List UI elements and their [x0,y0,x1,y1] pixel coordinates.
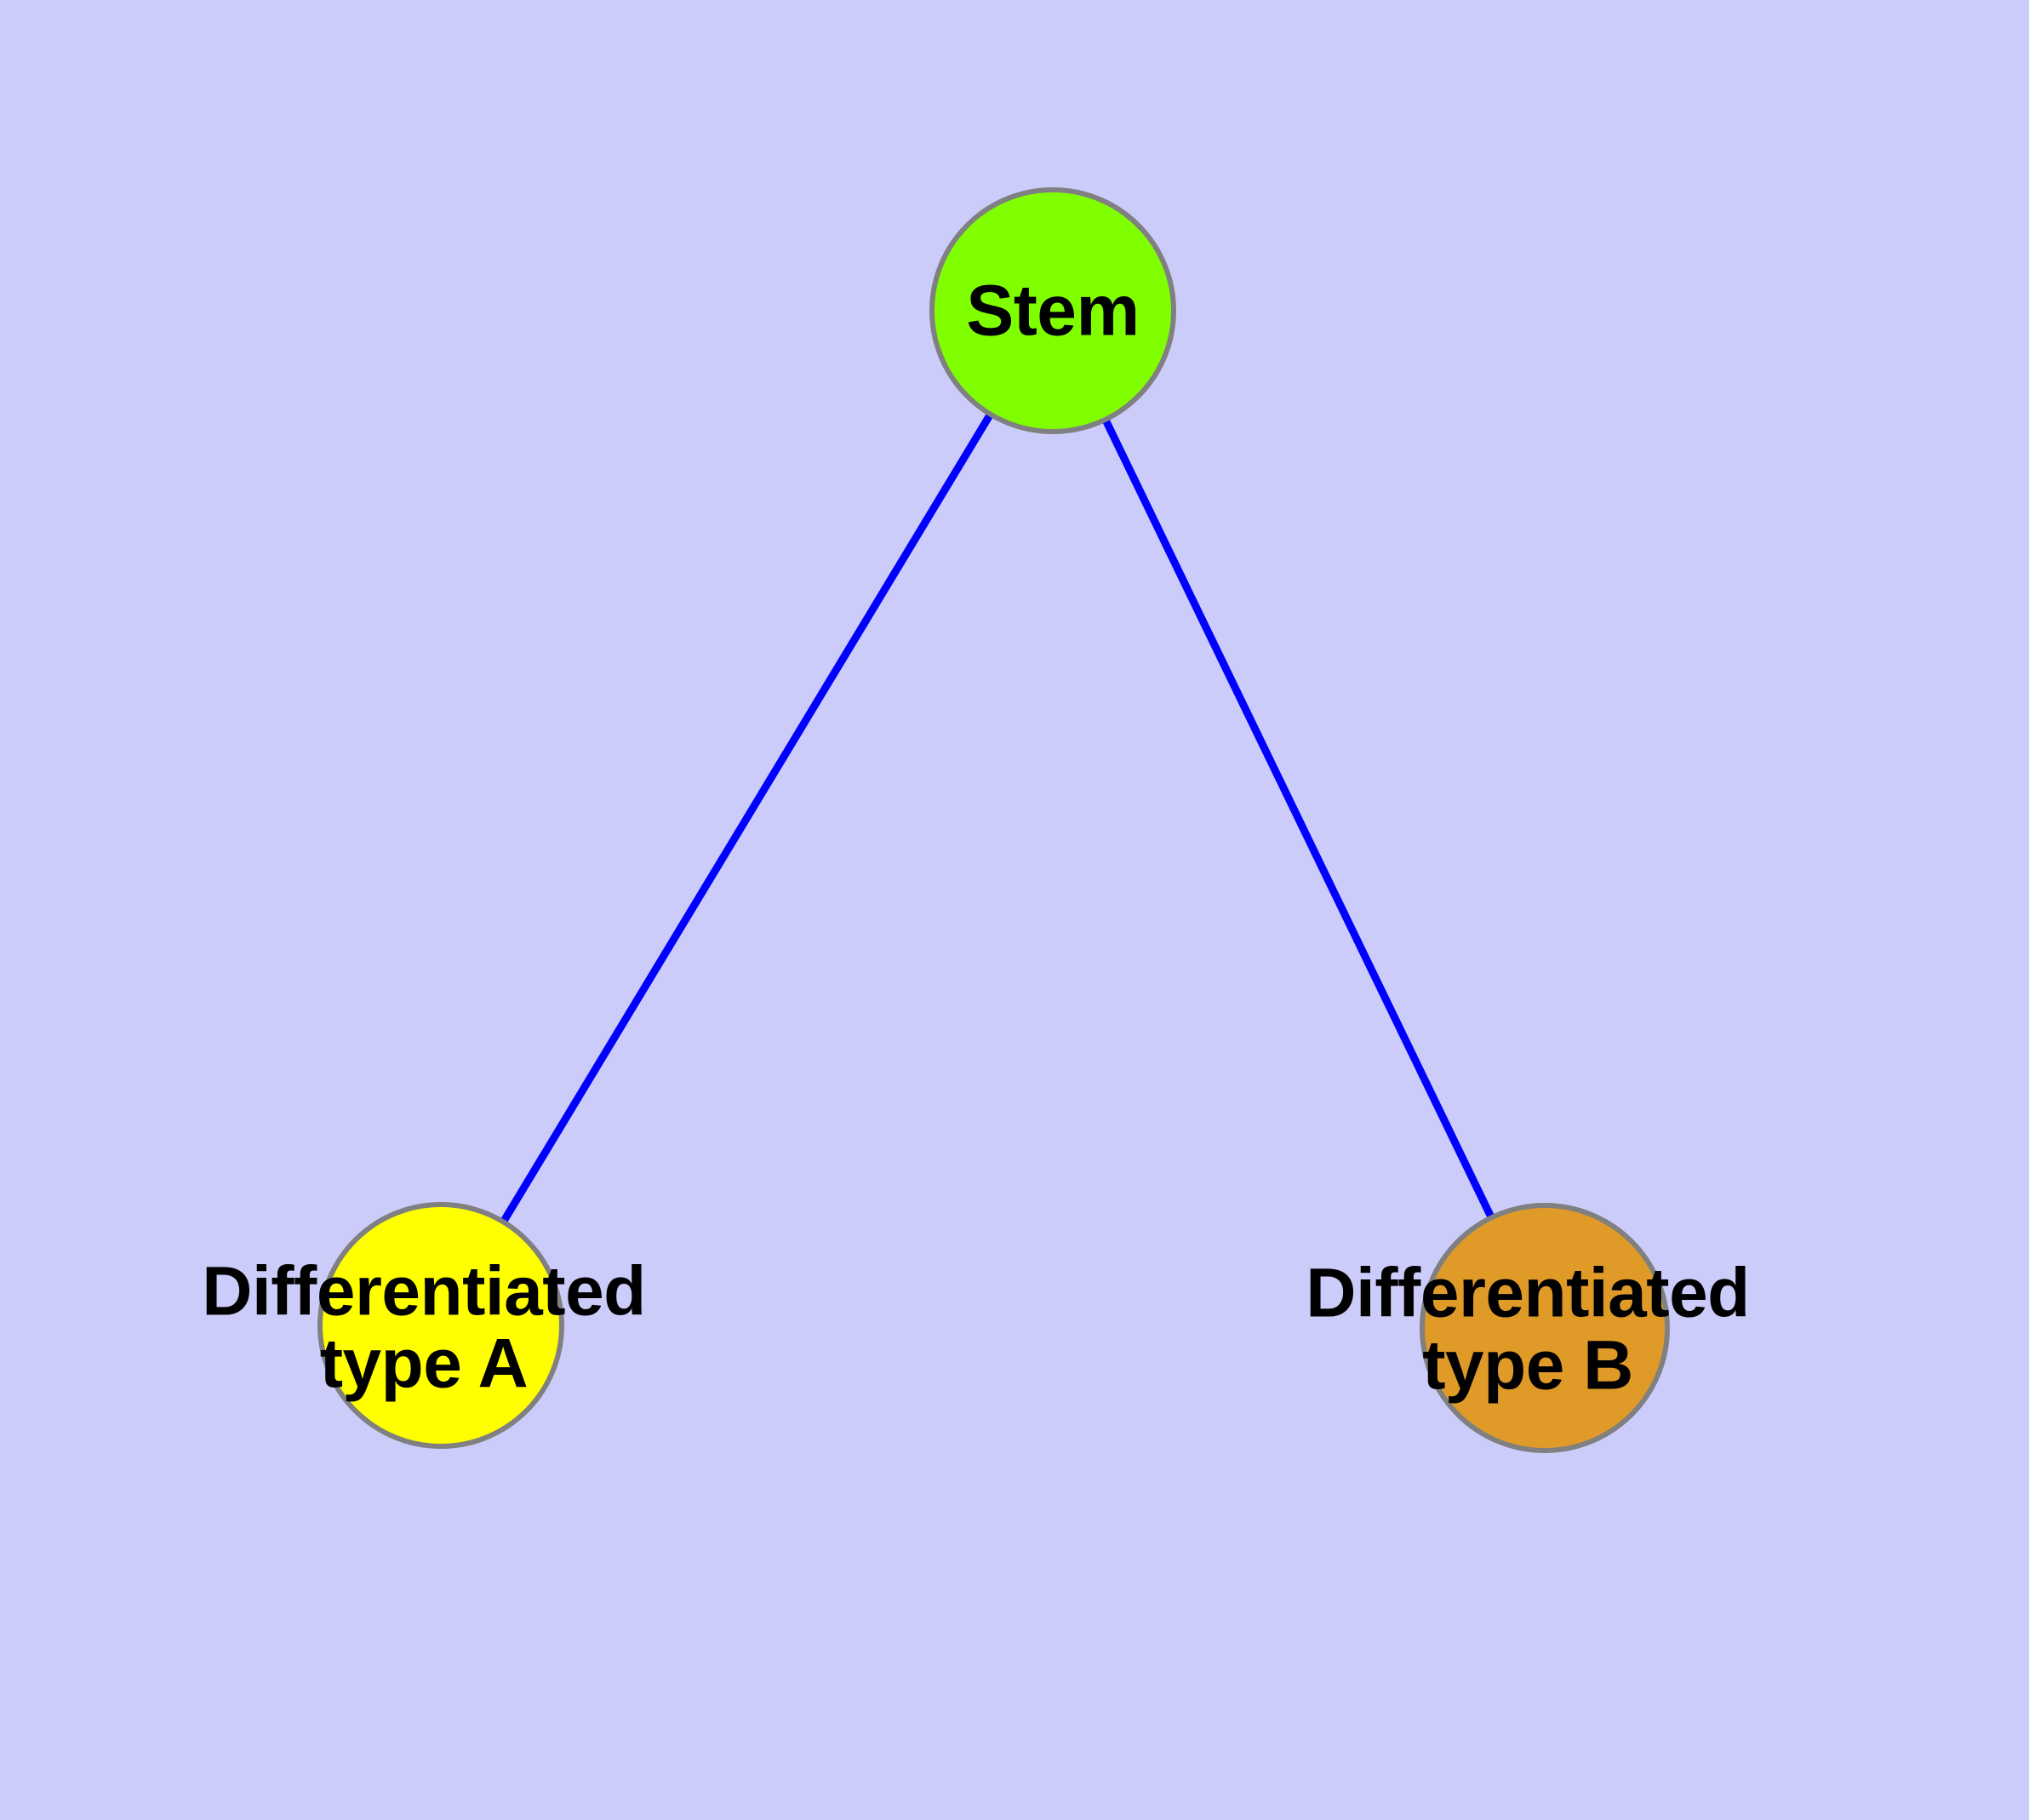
edge-stem-to-differentiated-type-a[interactable] [437,308,1056,1328]
node-label-stem: Stem [966,270,1140,351]
node-label-differentiated-type-b: Differentiated type B [1306,1254,1750,1405]
edge-stem-to-differentiated-type-b[interactable] [1049,309,1549,1330]
node-differentiated-type-b[interactable] [1420,1203,1670,1453]
node-label-differentiated-type-a: Differentiated type A [202,1252,646,1403]
node-differentiated-type-a[interactable] [317,1202,564,1449]
node-stem[interactable] [929,187,1176,434]
